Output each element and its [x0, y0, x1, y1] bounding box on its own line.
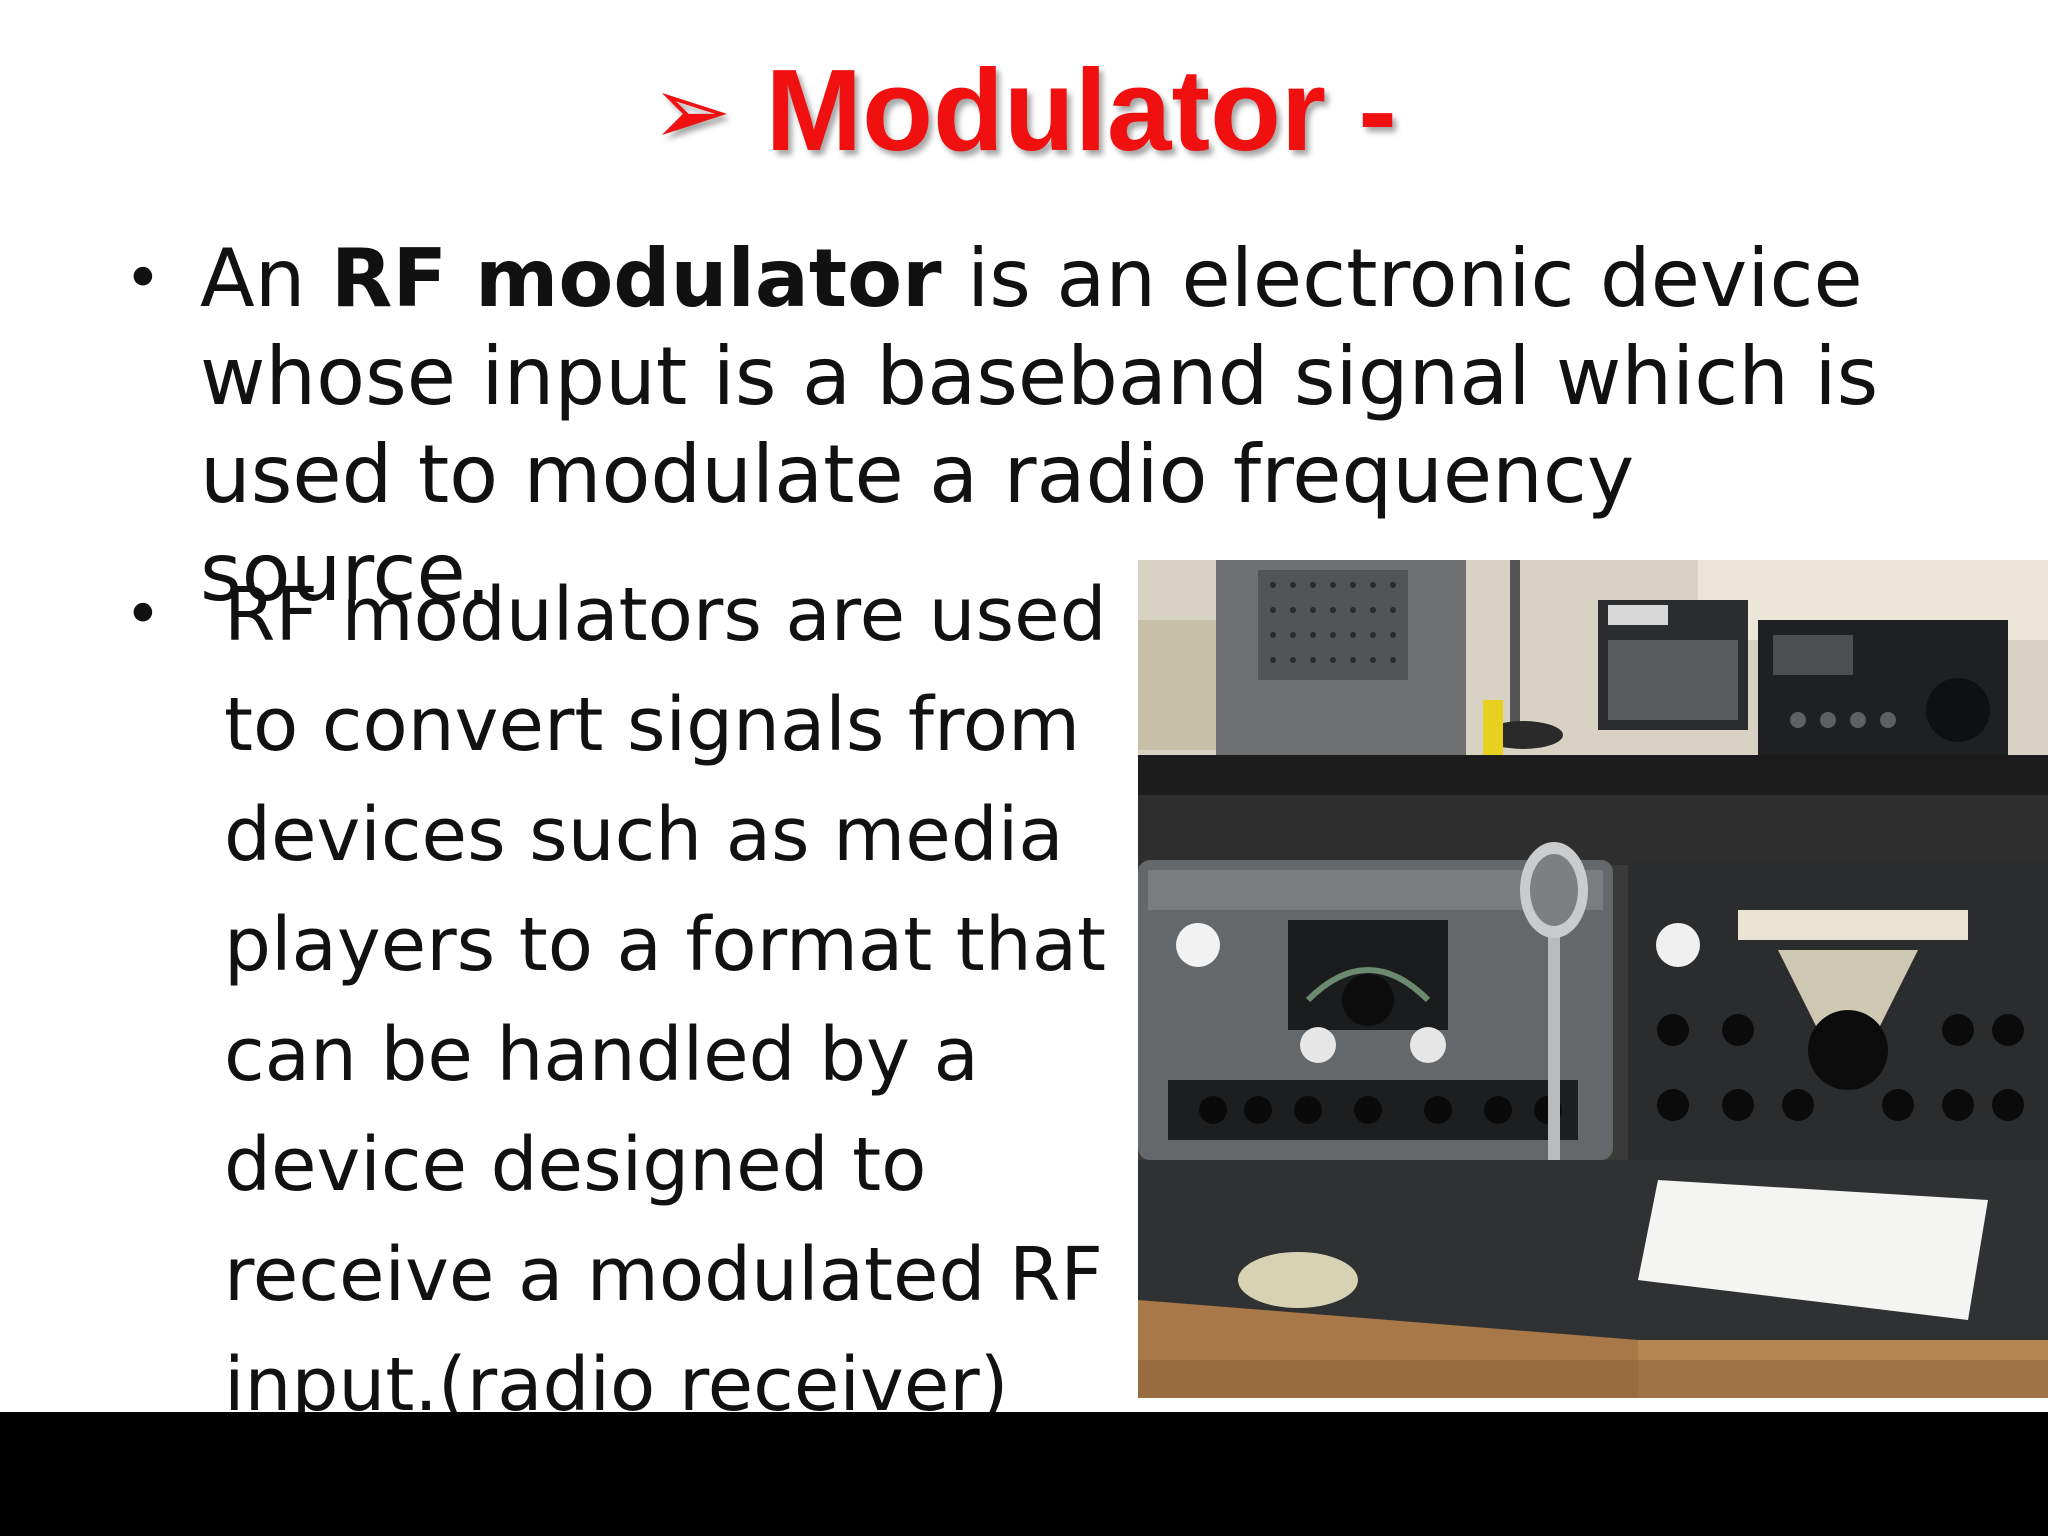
radio-equipment-photo	[1138, 560, 2048, 1398]
bullet-marker: •	[124, 578, 162, 652]
slide: ➢ Modulator - • An RF modulator is an ele…	[0, 40, 2048, 1428]
slide-title-text: Modulator -	[765, 45, 1397, 175]
bullet-1-text: An RF modulator is an electronic device …	[200, 230, 1920, 622]
slide-title: ➢ Modulator -	[0, 40, 2048, 182]
bullet-1-rest: is an electronic device whose input is a…	[200, 232, 1879, 619]
bullet-2-text: RF modulators are used to convert signal…	[224, 572, 1107, 1428]
bullet-1-bold-term: RF modulator	[330, 232, 942, 325]
bottom-black-bar	[0, 1412, 2048, 1536]
bullet-marker: •	[124, 242, 162, 316]
arrow-bullet-icon: ➢	[651, 58, 732, 165]
bullet-1-lead: An	[200, 232, 331, 325]
